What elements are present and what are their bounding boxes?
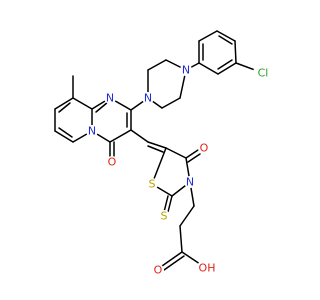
bond bbox=[161, 97, 181, 109]
bond bbox=[167, 195, 173, 213]
atom-hydroxyl-acid: OH bbox=[199, 262, 216, 275]
molecule-canvas: Cl N N N N O O S N S O OH bbox=[54, 30, 271, 277]
bond bbox=[58, 102, 71, 113]
bond bbox=[198, 30, 218, 42]
bond bbox=[218, 35, 233, 45]
bond bbox=[130, 129, 149, 143]
atom-oxygen-rhodanine: O bbox=[200, 142, 209, 155]
bond bbox=[216, 30, 236, 42]
bond bbox=[163, 195, 169, 213]
bond bbox=[147, 145, 164, 153]
bond bbox=[217, 59, 233, 70]
bond bbox=[161, 251, 183, 267]
bond bbox=[179, 205, 195, 227]
atom-nitrogen-piperazine-pyrimidine: N bbox=[144, 92, 152, 105]
atom-nitrogen-pyrimidine: N bbox=[106, 92, 114, 105]
bond bbox=[58, 127, 73, 138]
bond bbox=[72, 97, 93, 110]
bonds bbox=[54, 30, 256, 271]
atom-chlorine: Cl bbox=[258, 67, 269, 80]
atom-sulfur-thione: S bbox=[161, 210, 168, 223]
bond bbox=[54, 130, 74, 143]
bond bbox=[179, 225, 183, 253]
bond bbox=[95, 101, 109, 113]
bond bbox=[54, 97, 74, 110]
bond bbox=[181, 251, 201, 265]
bond bbox=[163, 255, 185, 271]
bond bbox=[109, 129, 132, 143]
bond bbox=[147, 141, 167, 149]
bond bbox=[234, 40, 237, 64]
atom-labels: Cl N N N N O O S N S O OH bbox=[86, 64, 271, 277]
atom-oxygen-acid-carbonyl: O bbox=[154, 264, 163, 277]
atom-sulfur-ring: S bbox=[149, 178, 156, 191]
bond bbox=[198, 62, 219, 75]
atom-nitrogen-piperazine-aryl: N bbox=[182, 64, 190, 77]
bond bbox=[217, 62, 237, 75]
bond bbox=[187, 153, 201, 163]
bond bbox=[235, 62, 256, 71]
bond bbox=[147, 59, 167, 71]
atom-oxygen-ketone: O bbox=[108, 156, 117, 169]
atom-nitrogen-rhodanine: N bbox=[186, 176, 194, 189]
bond bbox=[185, 149, 199, 159]
atom-nitrogen-bridgehead: N bbox=[88, 125, 96, 138]
structure-diagram: Cl N N N N O O S N S O OH bbox=[54, 30, 271, 277]
bond bbox=[151, 147, 167, 185]
bond bbox=[165, 147, 187, 159]
